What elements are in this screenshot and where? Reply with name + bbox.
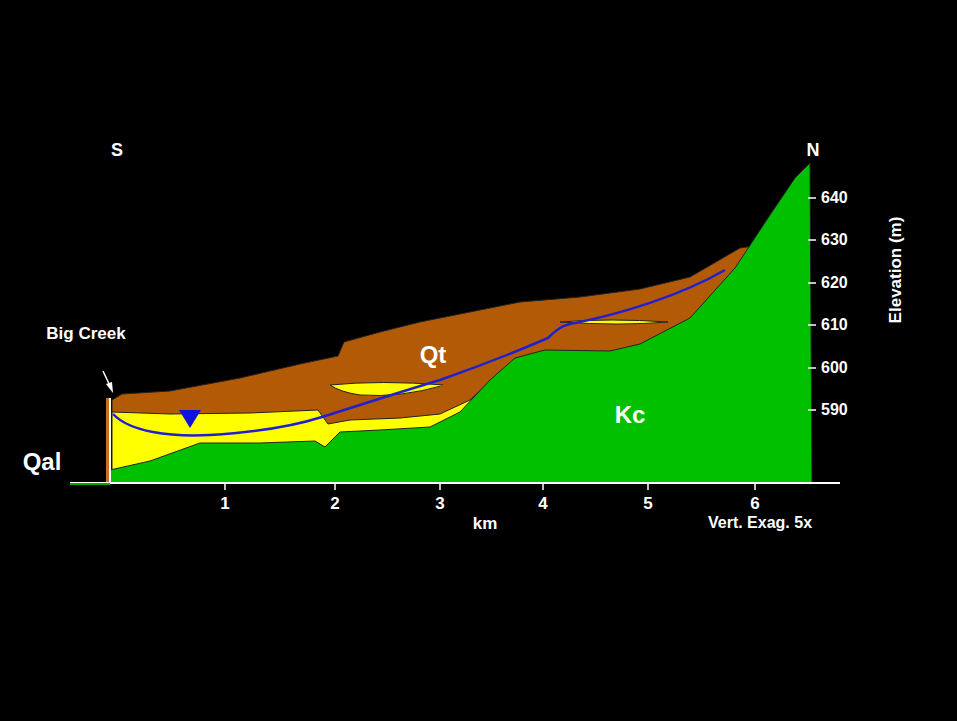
tick-label: 630 bbox=[821, 232, 848, 248]
x-ticks bbox=[225, 483, 755, 490]
unit-label: Kc bbox=[615, 403, 646, 427]
leader-arrowhead bbox=[106, 382, 113, 393]
direction-label: N bbox=[807, 141, 820, 159]
baseline-green bbox=[70, 483, 110, 485]
tick-label: 6 bbox=[750, 495, 759, 512]
water-table bbox=[113, 270, 725, 435]
y-ticks bbox=[808, 198, 816, 410]
tick-label: 600 bbox=[821, 360, 848, 376]
tick-label: 4 bbox=[538, 495, 547, 512]
qal-unit bbox=[106, 398, 111, 483]
tick-label: 640 bbox=[821, 190, 848, 206]
unit-label: Qal bbox=[23, 450, 62, 474]
water-table-symbol bbox=[179, 410, 201, 428]
direction-label: S bbox=[111, 141, 123, 159]
creek-bank bbox=[109, 398, 111, 483]
axis-title: Elevation (m) bbox=[887, 217, 904, 324]
axis-title: km bbox=[473, 515, 498, 532]
tick-label: 610 bbox=[821, 317, 848, 333]
tick-label: 620 bbox=[821, 275, 848, 291]
tick-label: 590 bbox=[821, 402, 848, 418]
place-label: Big Creek bbox=[46, 325, 125, 342]
tick-label: 2 bbox=[330, 495, 339, 512]
note-label: Vert. Exag. 5x bbox=[708, 515, 812, 531]
tick-label: 3 bbox=[435, 495, 444, 512]
baseline bbox=[70, 482, 840, 484]
tick-label: 1 bbox=[220, 495, 229, 512]
tick-label: 5 bbox=[643, 495, 652, 512]
unit-label: Qt bbox=[420, 343, 447, 367]
kc-unit bbox=[110, 163, 812, 483]
